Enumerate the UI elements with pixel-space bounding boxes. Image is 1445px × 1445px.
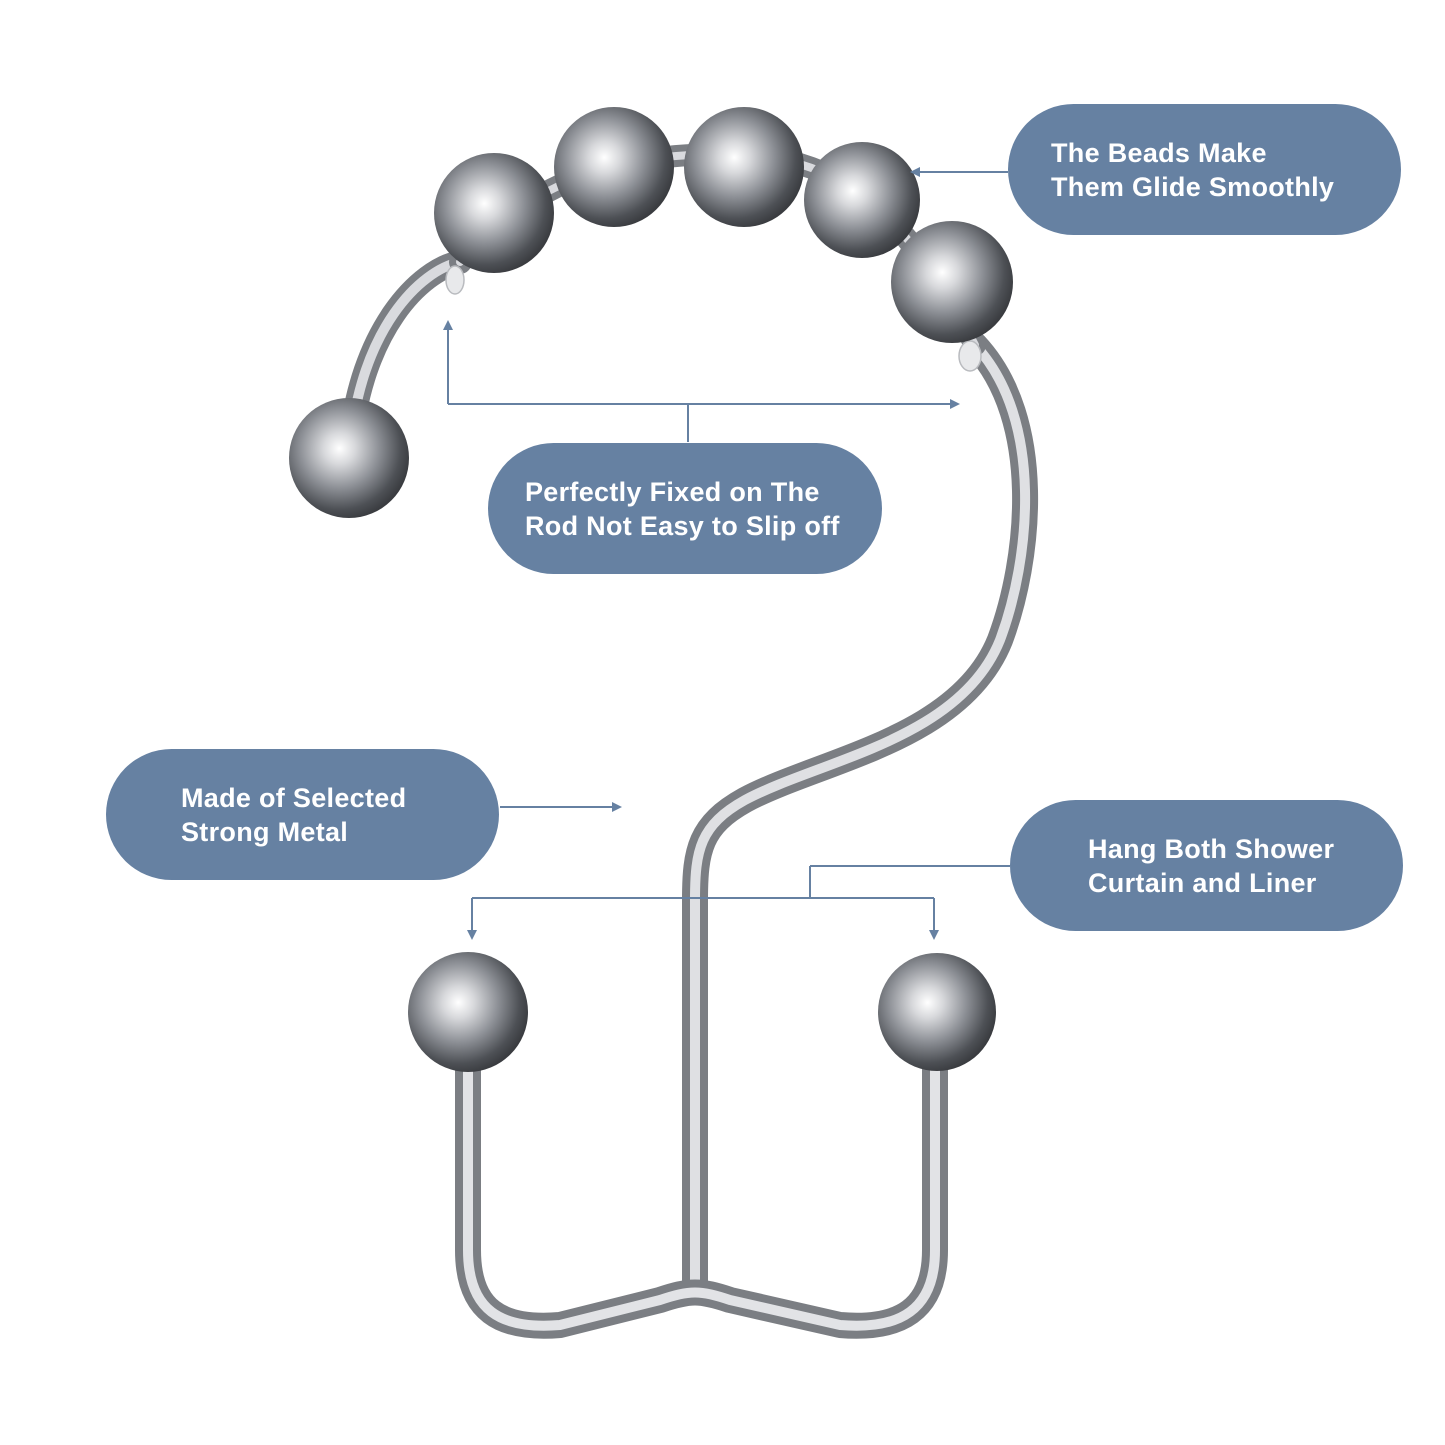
beads-callout-line1: The Beads Make [1051, 137, 1267, 168]
bead-stoppers [445, 265, 982, 372]
fixed-callout-line1: Perfectly Fixed on The [525, 476, 820, 507]
fixed-callout-line2: Rod Not Easy to Slip off [525, 510, 840, 541]
end-balls [289, 398, 996, 1072]
hang-callout: Hang Both Shower Curtain and Liner [1010, 800, 1403, 931]
metal-callout: Made of Selected Strong Metal [106, 749, 499, 880]
bead-3 [684, 107, 804, 227]
metal-callout-line2: Strong Metal [181, 816, 349, 847]
roller-beads [434, 107, 1013, 343]
metal-callout-line1: Made of Selected [181, 782, 407, 813]
left-stopper [445, 265, 465, 295]
bead-1 [434, 153, 554, 273]
leader-lines [443, 167, 1010, 940]
bead-2 [554, 107, 674, 227]
hang-callout-line1: Hang Both Shower [1088, 833, 1335, 864]
beads-callout: The Beads Make Them Glide Smoothly [1008, 104, 1401, 235]
fixed-callout: Perfectly Fixed on The Rod Not Easy to S… [488, 443, 882, 574]
top-left-end-ball [289, 398, 409, 518]
bead-4 [804, 142, 920, 258]
bottom-right-end-ball [878, 953, 996, 1071]
bottom-left-end-ball [408, 952, 528, 1072]
right-stopper [958, 340, 982, 372]
hang-callout-line2: Curtain and Liner [1088, 867, 1317, 898]
beads-callout-line2: Them Glide Smoothly [1051, 171, 1335, 202]
bead-5 [891, 221, 1013, 343]
